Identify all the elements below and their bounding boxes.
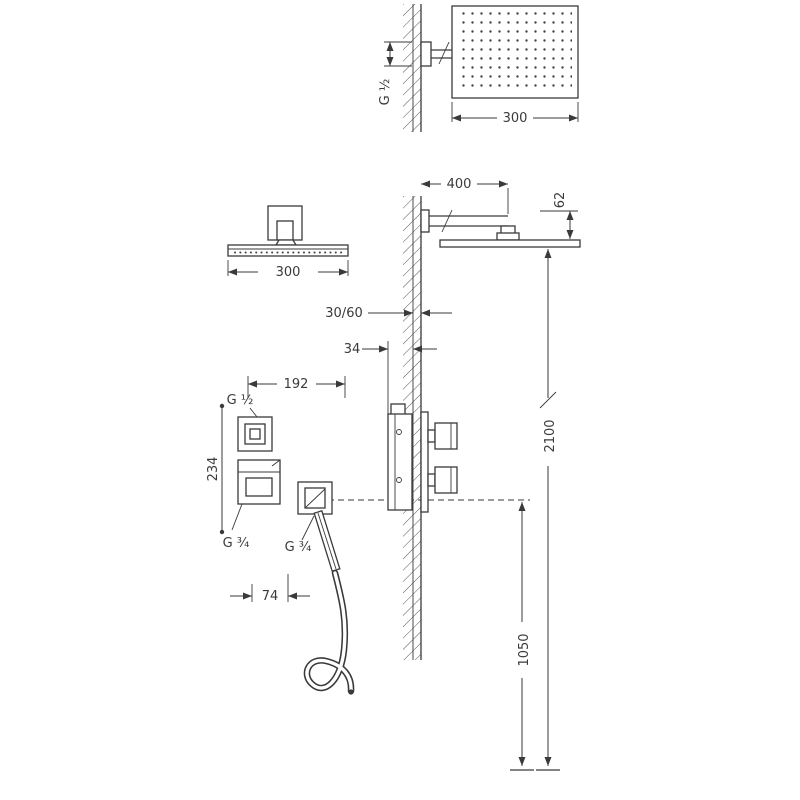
valve-handle-lower bbox=[434, 466, 458, 494]
handle-neck bbox=[427, 473, 436, 487]
dim-arm-length: 400 bbox=[421, 177, 509, 214]
dim-wall-depth-label: 30/60 bbox=[325, 306, 362, 321]
dim-arm-drop: 62 bbox=[540, 192, 578, 239]
break-slash bbox=[539, 391, 557, 409]
dim-head-width-left: 300 bbox=[227, 260, 349, 280]
dim-body-depth: 34 bbox=[344, 341, 437, 414]
dim-head-width-left-label: 300 bbox=[276, 265, 301, 280]
shower-arm-side-view bbox=[420, 209, 581, 248]
dim-handshower-offset: 74 bbox=[230, 574, 310, 604]
dim-end-dot bbox=[219, 529, 225, 535]
dim-end-dot bbox=[219, 403, 225, 409]
bracket-stem bbox=[274, 239, 298, 246]
thread-mixer-label: G ½ bbox=[227, 393, 254, 408]
dim-body-depth-label: 34 bbox=[344, 342, 361, 357]
spout-detail bbox=[271, 459, 281, 467]
wall-section bbox=[403, 4, 422, 660]
dim-g-half-top: G ½ bbox=[378, 41, 412, 106]
valve-trim-plate bbox=[420, 411, 429, 513]
valve-handle-upper bbox=[434, 422, 458, 450]
break-slash bbox=[441, 209, 453, 233]
arm-escutcheon bbox=[420, 209, 430, 233]
shower-hose-core bbox=[305, 571, 353, 693]
dim-head-width-top: 300 bbox=[451, 102, 579, 126]
dim-arm-length-label: 400 bbox=[447, 177, 472, 192]
head-connector-flange bbox=[496, 232, 520, 241]
handle-neck bbox=[427, 429, 436, 443]
cascade-spout bbox=[237, 459, 281, 505]
spout-opening bbox=[245, 477, 273, 497]
dim-arm-drop-label: 62 bbox=[553, 192, 568, 209]
leader-line bbox=[249, 407, 258, 418]
hose-end-fitting bbox=[348, 689, 354, 695]
thread-top-label: G ½ bbox=[378, 79, 393, 106]
valve-port bbox=[396, 477, 402, 483]
valve-port bbox=[396, 429, 402, 435]
wall-hatch-top bbox=[403, 4, 421, 132]
shower-head-top-view bbox=[420, 5, 579, 99]
nozzle-dot-grid bbox=[458, 12, 572, 92]
valve-body bbox=[387, 413, 413, 511]
dim-body-height-label: 234 bbox=[206, 457, 221, 482]
dim-body-height: 234 bbox=[206, 403, 225, 535]
head-plate bbox=[227, 244, 349, 257]
dim-head-height: 2100 bbox=[536, 249, 560, 771]
dim-head-height-label: 2100 bbox=[543, 419, 558, 452]
break-slash bbox=[438, 41, 450, 65]
dim-mixer-height: 1050 bbox=[510, 502, 534, 771]
handle-detail bbox=[317, 512, 337, 570]
dim-body-width-label: 192 bbox=[284, 377, 309, 392]
bracket-detail bbox=[304, 488, 326, 509]
dim-head-width-top-label: 300 bbox=[503, 111, 528, 126]
leader-line bbox=[301, 515, 315, 541]
dim-wall-depth: 30/60 bbox=[325, 306, 452, 321]
arm-escutcheon bbox=[420, 41, 432, 67]
thread-spout-label: G ¾ bbox=[223, 536, 250, 551]
wall-bracket-inner bbox=[276, 220, 294, 241]
shower-head-front-view bbox=[227, 205, 349, 257]
shower-head-plate bbox=[439, 239, 581, 248]
leader-line bbox=[231, 503, 243, 531]
dim-body-width: 192 bbox=[247, 376, 346, 398]
control-knob-center bbox=[249, 428, 261, 440]
mixer-front-view: G ½ G ¾ G ¾ bbox=[223, 393, 355, 695]
concealed-valve-side-view bbox=[387, 403, 458, 513]
dim-mixer-height-label: 1050 bbox=[517, 633, 532, 666]
dim-handshower-offset-label: 74 bbox=[262, 589, 279, 604]
thread-handshower-label: G ¾ bbox=[285, 540, 312, 555]
